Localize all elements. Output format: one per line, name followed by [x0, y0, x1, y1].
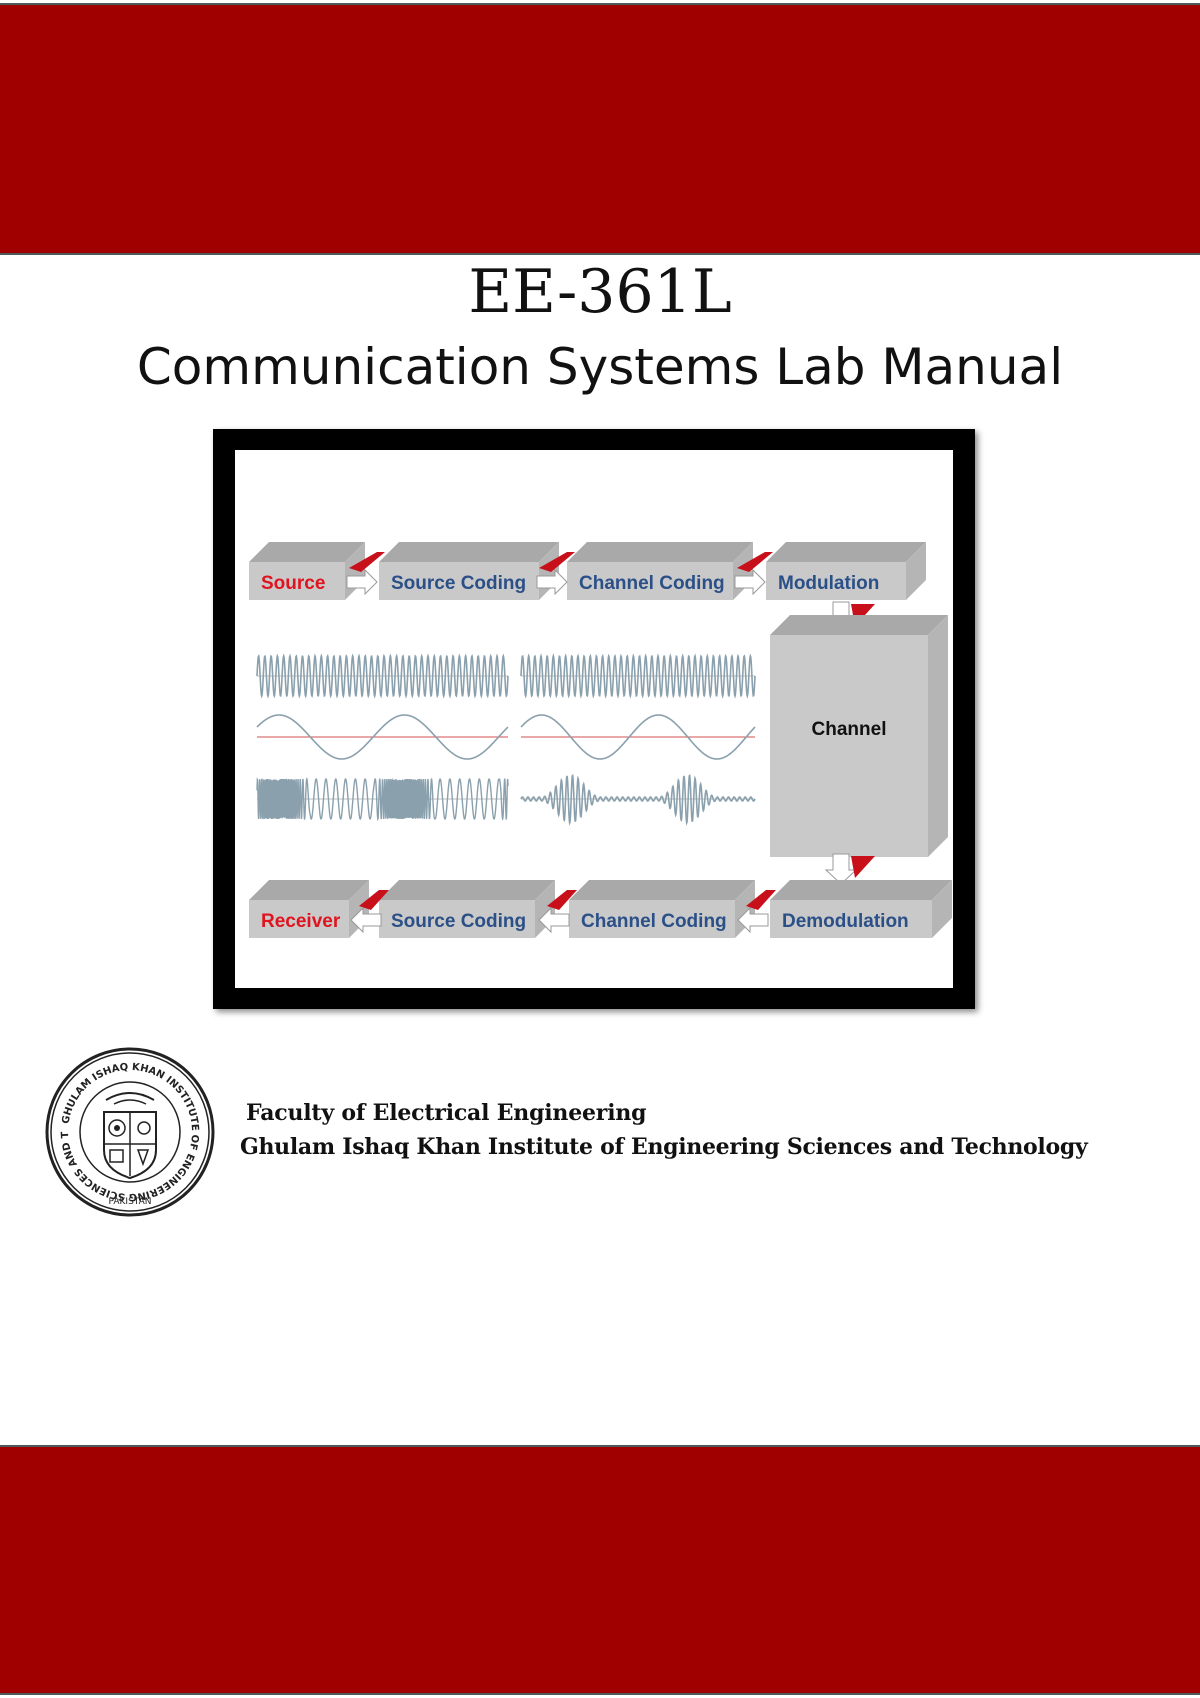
tx-arrow-1 [536, 568, 568, 596]
rx-arrow-0-shadow [359, 890, 389, 910]
tx-block-3-top [766, 542, 926, 562]
tx-block-3-side [906, 542, 926, 600]
tx-block-0-face [249, 562, 345, 600]
tx-block-3-face [766, 562, 906, 600]
channel-block-face [770, 635, 928, 857]
rx-block-1-top [379, 880, 555, 900]
arrow-from-channel-shadow [851, 856, 875, 878]
rx-block-0-label: Receiver [261, 911, 341, 932]
tx-arrow-2 [734, 568, 766, 596]
bottom-red-band [0, 1445, 1200, 1695]
rx-block-3-side [932, 880, 952, 938]
message-wave-left [256, 714, 509, 760]
tx-block-2-top [567, 542, 753, 562]
tx-arrow-2-shadow [737, 552, 773, 572]
course-code: EE-361L [468, 257, 732, 327]
top-red-band [0, 3, 1200, 255]
tx-block-0-label: Source [261, 573, 325, 594]
channel-block-side [928, 615, 948, 857]
rx-block-2-side [735, 880, 755, 938]
carrier-wave-right [520, 653, 756, 699]
fm-wave [256, 777, 509, 822]
rx-arrow-1-shadow [547, 890, 577, 910]
rx-block-2-top [569, 880, 755, 900]
carrier-wave-left [256, 653, 509, 699]
tx-arrow-0-shadow [349, 552, 385, 572]
tx-block-1-label: Source Coding [391, 573, 526, 594]
message-wave-right [520, 714, 756, 760]
tx-block-1-face [379, 562, 539, 600]
seal-country: PAKISTAN [109, 1197, 152, 1207]
manual-title: Communication Systems Lab Manual [136, 338, 1064, 396]
rx-block-2-face [569, 900, 735, 938]
rx-block-0-face [249, 900, 349, 938]
tx-arrow-0 [346, 568, 378, 596]
tx-block-0-top [249, 542, 365, 562]
rx-arrow-2 [737, 906, 769, 934]
faculty-name: Faculty of Electrical Engineering [246, 1100, 647, 1126]
rx-block-1-side [535, 880, 555, 938]
rx-block-0-top [249, 880, 369, 900]
rx-arrow-0 [350, 906, 382, 934]
tx-block-2-label: Channel Coding [579, 573, 725, 594]
tx-block-1-top [379, 542, 559, 562]
am-wave [520, 773, 756, 826]
institute-seal: GHULAM ISHAQ KHAN INSTITUTE OF ENGINEERI… [39, 1038, 216, 1218]
rx-block-3-face [770, 900, 932, 938]
rx-block-1-label: Source Coding [391, 911, 526, 932]
rx-arrow-1 [538, 906, 570, 934]
institute-name: Ghulam Ishaq Khan Institute of Engineeri… [240, 1134, 1088, 1160]
channel-block-top [770, 615, 948, 635]
rx-block-1-face [379, 900, 535, 938]
channel-label: Channel [812, 719, 887, 740]
rx-arrow-2-shadow [746, 890, 776, 910]
rx-block-3-top [770, 880, 952, 900]
tx-block-3-label: Modulation [778, 573, 879, 594]
arrow-from-channel [824, 853, 858, 885]
tx-block-2-face [567, 562, 733, 600]
rx-block-2-label: Channel Coding [581, 911, 727, 932]
rx-block-3-label: Demodulation [782, 911, 909, 932]
tx-arrow-1-shadow [539, 552, 575, 572]
